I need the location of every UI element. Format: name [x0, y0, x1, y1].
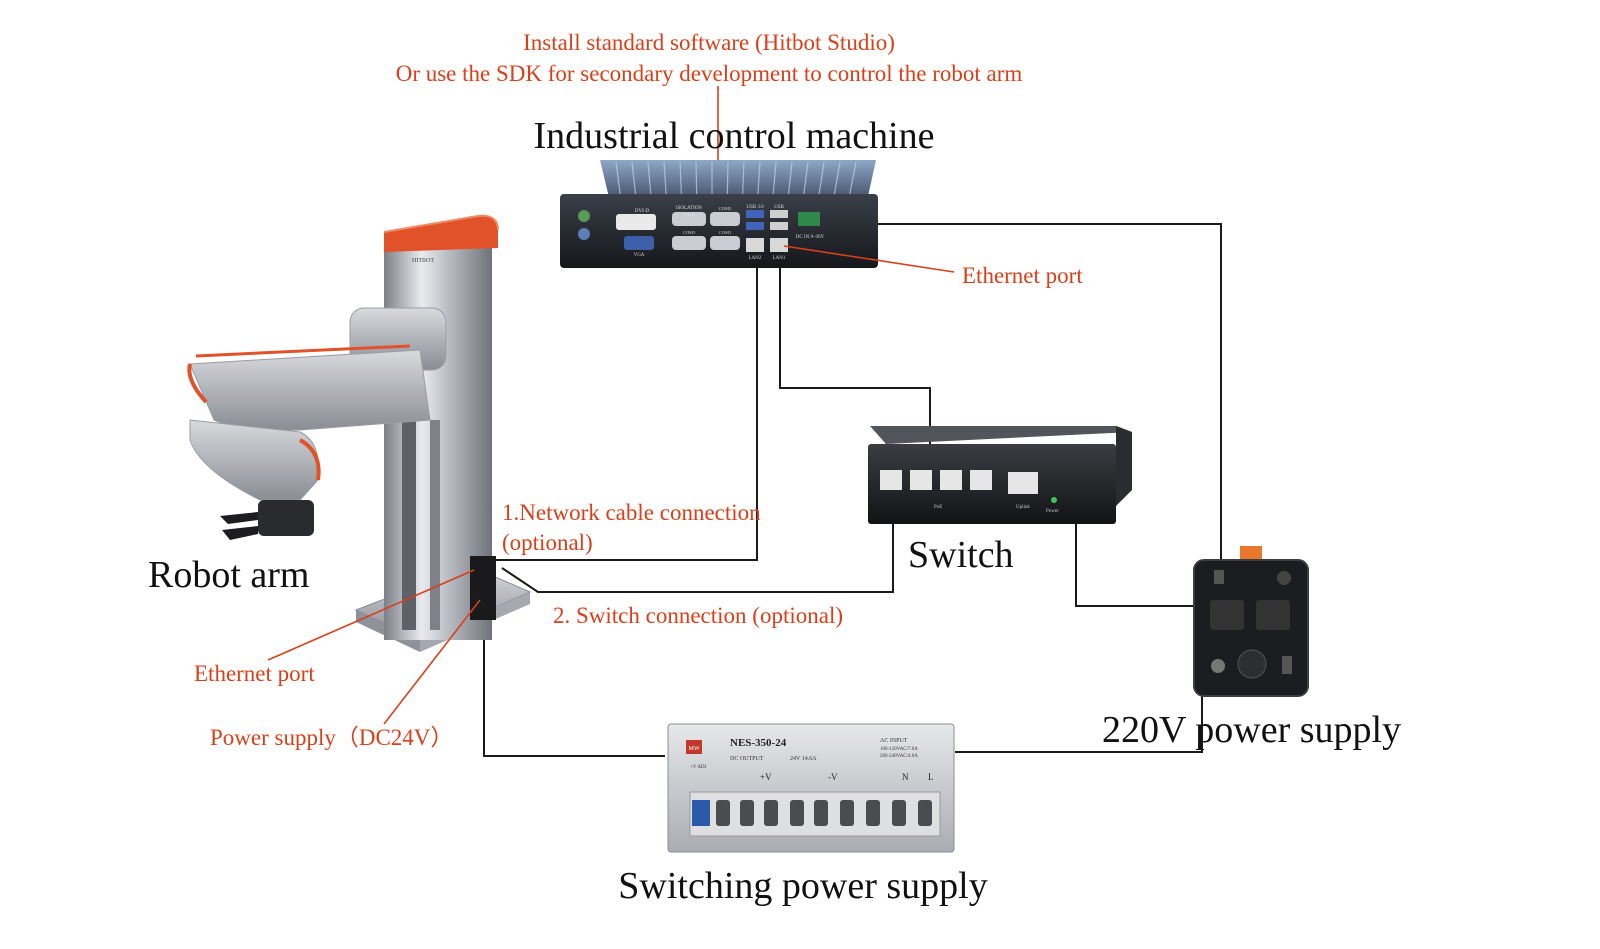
robot-arm-image: HITBOT — [187, 214, 532, 652]
arm-power-pointer-line — [383, 599, 481, 725]
labels: Install standard software (Hitbot Studio… — [148, 30, 1401, 907]
wire-switch-power-to-220v — [1075, 522, 1200, 607]
robot-arm-title: Robot arm — [148, 554, 309, 596]
psu-ac-range1-label: 100-120VAC/7.0A — [880, 747, 918, 752]
pc-vga-label: VGA — [634, 253, 645, 258]
power-220v-title: 220V power supply — [1102, 709, 1401, 751]
switch-poe-label: PoE — [934, 505, 942, 510]
pc-lan2-label: LAN2 — [749, 256, 762, 261]
switch-uplink-label: Uplink — [1016, 505, 1030, 510]
wire-switch-to-arm — [501, 508, 894, 593]
switching-psu-title: Switching power supply — [618, 865, 987, 907]
psu-l-label: L — [928, 772, 934, 782]
pc-dvi-label: DVI-D — [635, 209, 650, 214]
pc-dc-in-label: DC IN 9~36V — [796, 235, 825, 240]
industrial-pc-title: Industrial control machine — [534, 115, 935, 157]
pc-com2-label: COM2 — [719, 206, 732, 211]
wire-pc-lan2-to-arm — [492, 250, 758, 561]
psu-n-label: N — [902, 772, 909, 782]
arm-power-label: Power supply（DC24V） — [210, 725, 453, 750]
wire-pc-power-to-220v — [878, 223, 1222, 560]
wire-pc-lan1-to-switch — [779, 250, 931, 455]
switch-title: Switch — [908, 534, 1014, 576]
switch-power-label: Power — [1046, 509, 1059, 514]
pc-usb3-label: USB 3.0 — [746, 205, 764, 210]
arm-brand-label: HITBOT — [412, 258, 434, 264]
psu-ac-input-label: AC INPUT — [880, 738, 908, 744]
switching-psu-image: MW NES-350-24 DC OUTPUT 24V 14.6A AC INP… — [667, 723, 955, 853]
switch-image: PoE Uplink Power — [868, 426, 1132, 524]
arm-ethernet-label: Ethernet port — [194, 661, 315, 686]
pc-lan1-label: LAN1 — [773, 256, 786, 261]
note-line-1: Install standard software (Hitbot Studio… — [523, 30, 895, 55]
pc-com4-label: COM4 — [683, 212, 696, 217]
psu-dc-output-label: DC OUTPUT — [730, 756, 764, 762]
arm-ethernet-pointer-line — [267, 569, 475, 661]
callout-lines — [267, 86, 955, 725]
psu-plus-v-label: +V — [760, 772, 772, 782]
pc-ethernet-pointer-line — [783, 245, 955, 273]
psu-adj-label: +V ADJ — [690, 765, 707, 770]
note-line-2: Or use the SDK for secondary development… — [396, 61, 1023, 86]
power-220v-image — [1193, 546, 1309, 697]
psu-ac-range2-label: 200-240VAC/4.0A — [880, 754, 918, 759]
pc-isolation-label: ISOLATION — [676, 206, 702, 211]
conn1-label-line1: 1.Network cable connection — [502, 500, 761, 525]
pc-usb-label: USB — [774, 205, 784, 210]
psu-brand-label: MW — [689, 746, 700, 752]
pc-ethernet-label: Ethernet port — [962, 263, 1083, 288]
conn2-label: 2. Switch connection (optional) — [553, 603, 843, 628]
pc-com1-label: COM1 — [719, 230, 732, 235]
industrial-pc-image: DVI-D VGA ISOLATION COM2 COM3 COM1 COM4 … — [560, 160, 878, 268]
psu-minus-v-label: -V — [828, 772, 838, 782]
psu-rating-label: 24V 14.6A — [790, 756, 817, 762]
conn1-label-line2: (optional) — [502, 530, 593, 555]
pc-com3-label: COM3 — [683, 230, 696, 235]
psu-model-label: NES-350-24 — [730, 737, 787, 749]
wire-psu-to-220v — [955, 688, 1203, 753]
